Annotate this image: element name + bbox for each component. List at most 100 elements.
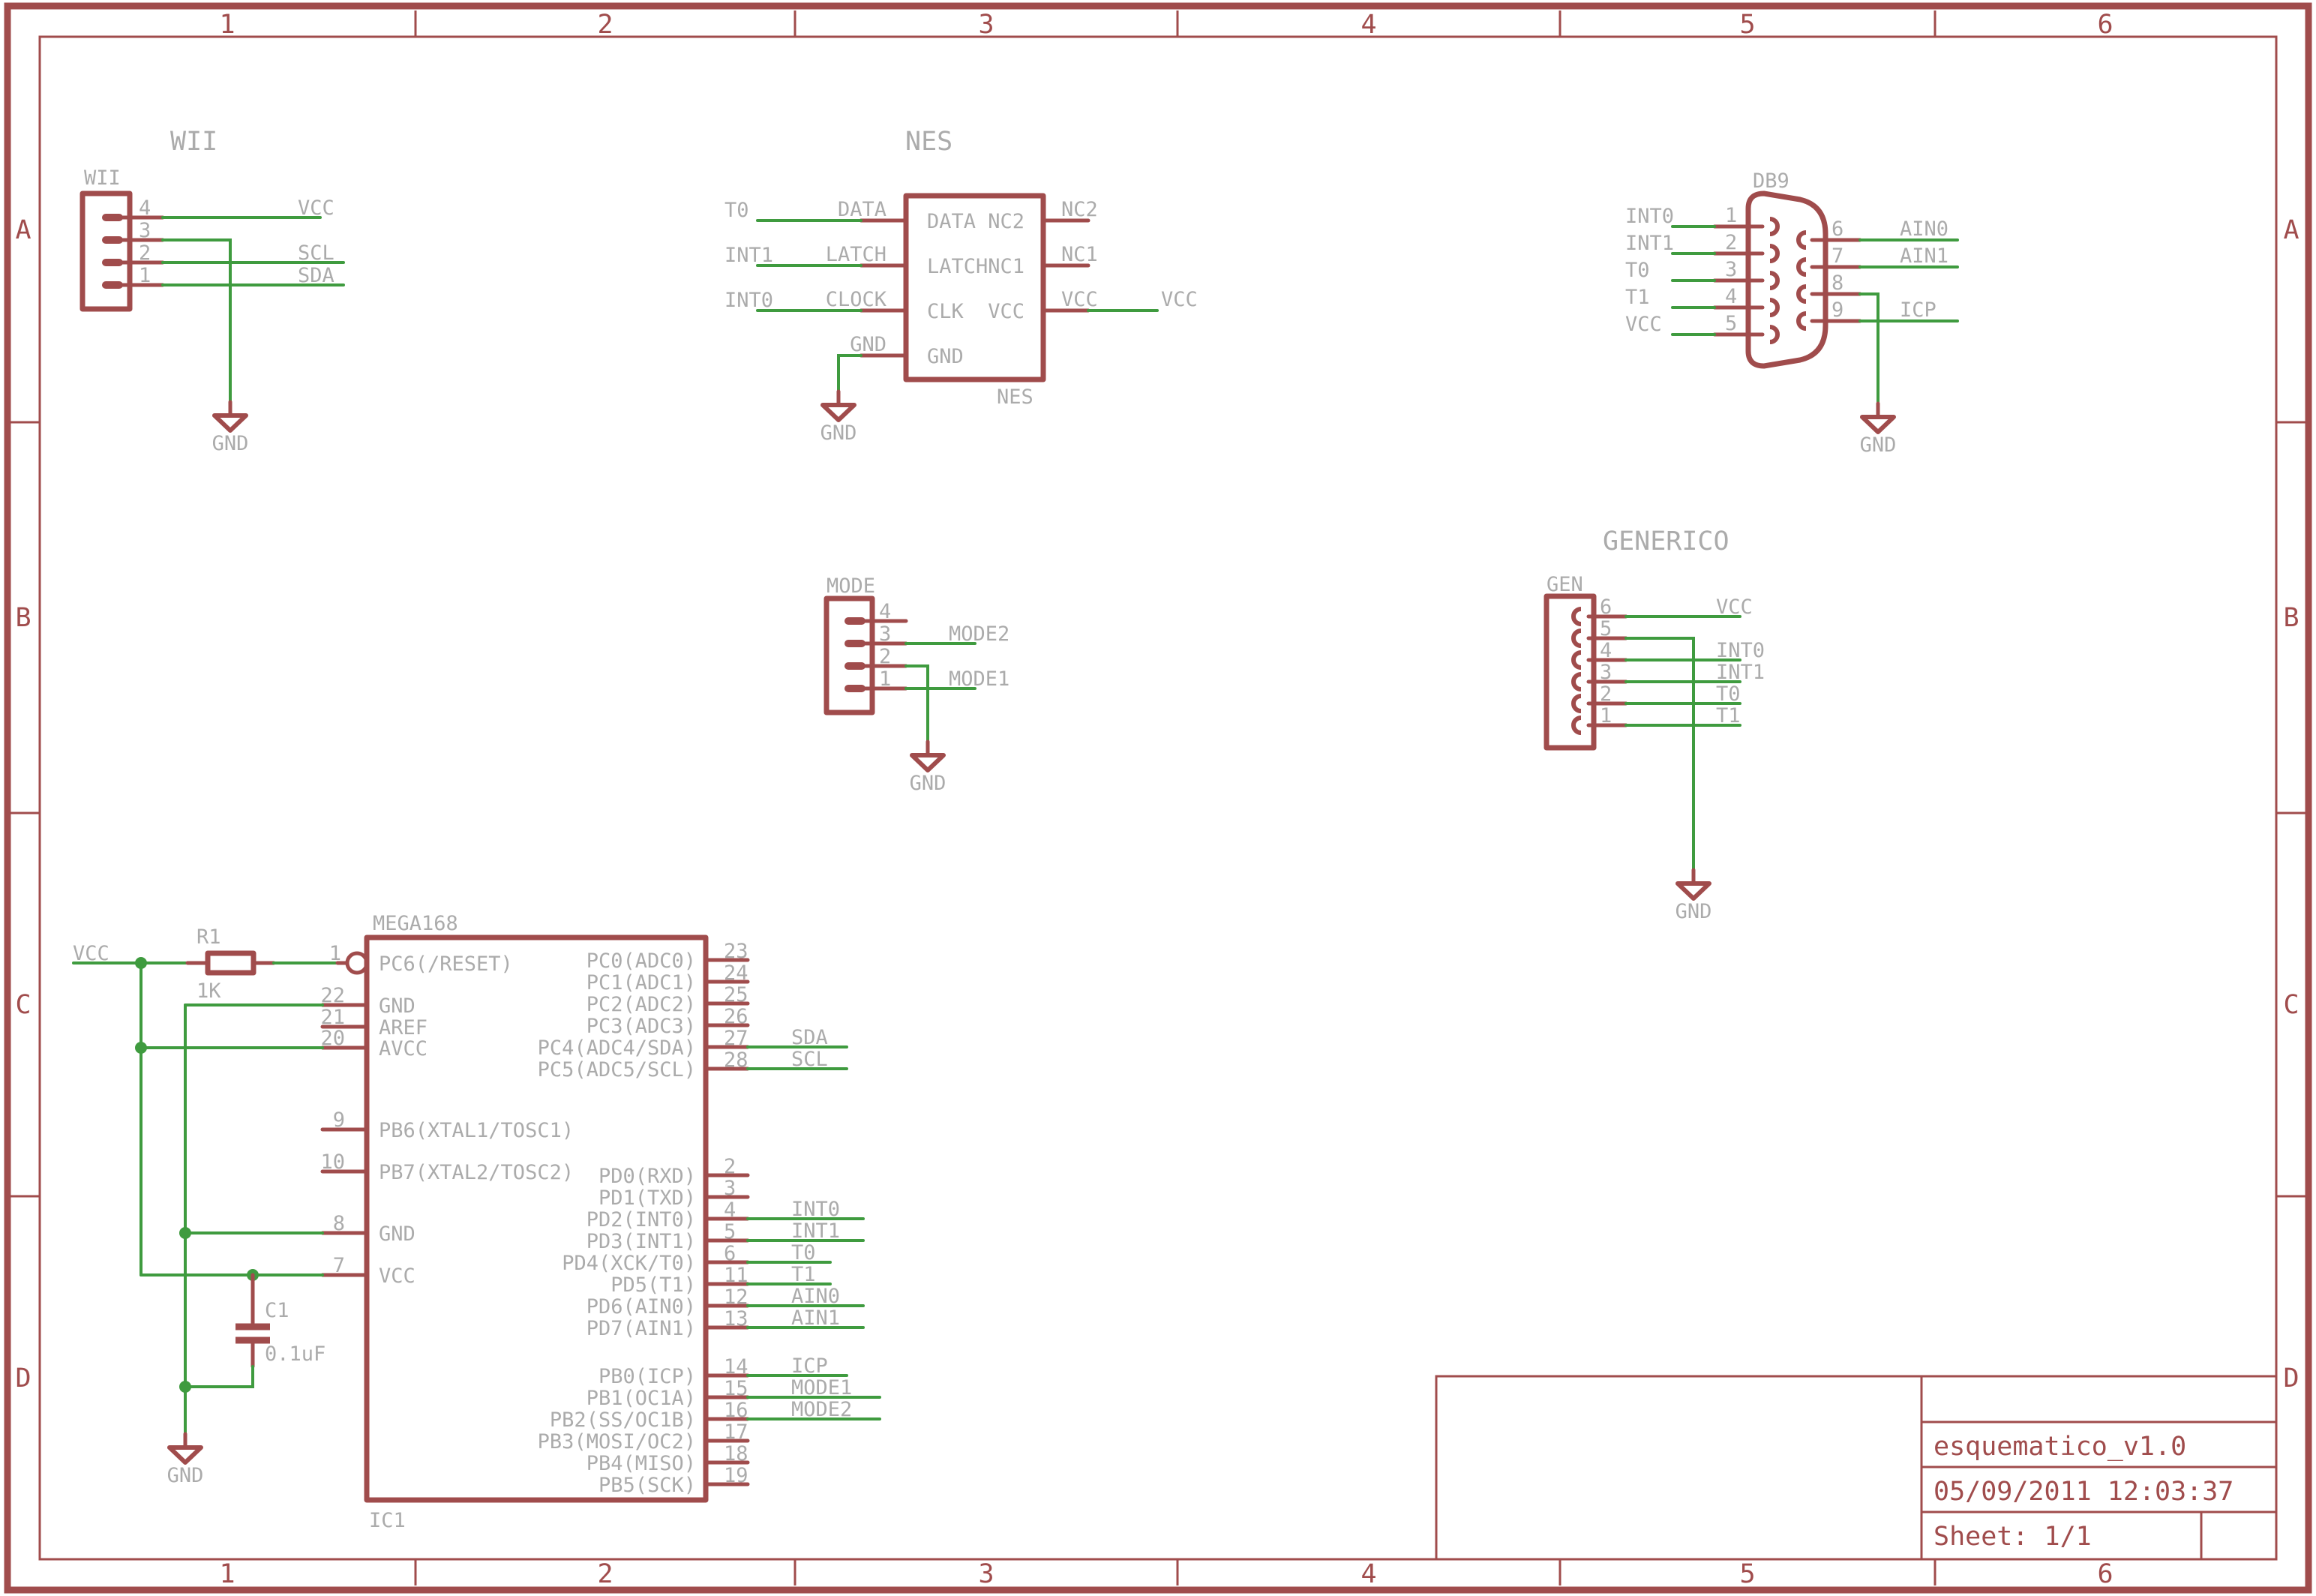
mode-pin-pad (844, 617, 866, 625)
pin-number: 21 (320, 1006, 345, 1029)
net-label: T0 (1625, 259, 1650, 282)
female-contact (1571, 628, 1582, 648)
junction-dot (135, 1042, 147, 1054)
pin-name: NC2 (988, 210, 1024, 233)
title-block-empty-box (1435, 1375, 1923, 1561)
pin-number: 1 (879, 668, 891, 691)
net-label-vcc: VCC (298, 196, 334, 220)
pin-number: 11 (724, 1264, 748, 1287)
component-generico: GENERICO GEN 6 5 4 3 2 1 VCC INT0 INT1 T… (1544, 526, 1765, 923)
gnd-symbol (1678, 870, 1709, 898)
pin-name: PD5(T1) (610, 1274, 696, 1297)
net-label: AIN1 (791, 1306, 840, 1330)
wii-connector-body (80, 190, 133, 312)
pin-number: 5 (724, 1220, 736, 1244)
pin-number: 4 (1725, 285, 1737, 308)
reset-inversion-circle (345, 951, 369, 975)
gnd-symbol (170, 1434, 201, 1462)
net-label: T1 (1716, 704, 1741, 728)
pin-name: GND (379, 1222, 416, 1246)
c1-name: C1 (265, 1299, 290, 1322)
female-contact (1769, 244, 1780, 263)
pin-number: 23 (724, 940, 748, 963)
frame-col-label: 4 (1360, 1559, 1376, 1589)
gnd-symbol (912, 742, 944, 770)
pin-name: DATA (927, 210, 976, 233)
net-label: INT1 (1716, 661, 1765, 684)
pin-number: 3 (724, 1177, 736, 1200)
frame-col-label: 1 (219, 10, 235, 40)
pin-name: PC4(ADC4/SDA) (538, 1036, 696, 1060)
pin-number: 25 (724, 983, 748, 1006)
pin-number: 4 (724, 1198, 736, 1222)
net-label: INT1 (791, 1220, 840, 1243)
pin-number: 2 (1725, 231, 1737, 254)
female-contact (1769, 217, 1780, 236)
pin-number: 4 (879, 600, 891, 623)
generico-heading: GENERICO (1603, 526, 1730, 556)
female-contact (1769, 271, 1780, 290)
frame-row-label: C (2283, 990, 2299, 1020)
wii-pin-number: 2 (139, 242, 151, 265)
component-mode: MODE 4 3 2 1 MODE2 MODE1 GND (824, 574, 1010, 795)
pin-name: PC6(/RESET) (379, 952, 513, 976)
net-label: AIN0 (791, 1285, 840, 1308)
net-label: AIN1 (1900, 244, 1948, 268)
pin-number: 26 (724, 1005, 748, 1028)
pin-number: 6 (1600, 596, 1612, 619)
pin-number: 14 (724, 1355, 748, 1378)
pin-number: 20 (320, 1027, 345, 1050)
pin-number: 28 (724, 1048, 748, 1072)
pin-number: 2 (724, 1155, 736, 1178)
pin-number: 6 (1832, 218, 1844, 241)
pad-label: NC1 (1061, 243, 1098, 266)
pin-name: PB2(SS/OC1B) (550, 1408, 696, 1432)
net-label: MODE1 (949, 668, 1010, 691)
sheet-frame: 1 2 3 4 5 6 1 2 3 4 5 6 A B C D A B C D (4, 2, 2312, 1594)
wire (184, 1365, 254, 1388)
female-contact (1571, 607, 1582, 626)
gnd-symbol (823, 392, 854, 420)
pin-name: PB1(OC1A) (586, 1387, 696, 1410)
female-contact (1796, 230, 1807, 250)
net-label: AIN0 (1900, 218, 1948, 241)
frame-col-label: 5 (1739, 10, 1755, 40)
pin-name: PB4(MISO) (586, 1452, 696, 1475)
pin-number: 13 (724, 1307, 748, 1330)
frame-row-label: C (15, 990, 31, 1020)
pin-name: VCC (379, 1264, 416, 1288)
female-contact (1769, 298, 1780, 317)
net-label: ICP (1900, 298, 1936, 322)
wii-pin-pad (102, 281, 123, 289)
pin-number: 7 (1832, 244, 1844, 268)
mcu-part-label: MEGA168 (373, 912, 458, 935)
pin-name: PD7(AIN1) (586, 1317, 696, 1340)
pin-number: 3 (1725, 258, 1737, 281)
nes-refdes: NES (997, 386, 1034, 409)
frame-col-label: 5 (1739, 1559, 1755, 1589)
generico-connector-body (1544, 593, 1597, 751)
pin-name: PD3(INT1) (586, 1230, 696, 1253)
gnd-label: GND (820, 422, 857, 445)
mcu-refdes: IC1 (369, 1509, 406, 1532)
frame-col-label: 6 (2097, 10, 2113, 40)
pin-name: PD4(XCK/T0) (562, 1252, 696, 1275)
pin-name: PB6(XTAL1/TOSC1) (379, 1119, 574, 1142)
gnd-symbol (1862, 404, 1894, 432)
net-label: INT0 (791, 1198, 840, 1221)
wire (1858, 292, 1880, 405)
frame-col-label: 2 (597, 10, 613, 40)
resistor-r1 (205, 950, 256, 976)
pin-name: PC2(ADC2) (586, 993, 696, 1016)
pin-name: PC0(ADC0) (586, 950, 696, 973)
net-label: INT0 (1716, 639, 1765, 662)
pin-number: 8 (1832, 272, 1844, 295)
frame-row-label: A (15, 215, 31, 245)
wii-refdes: WII (84, 166, 121, 190)
pin-name: PB7(XTAL2/TOSC2) (379, 1161, 574, 1184)
gnd-label: GND (212, 432, 249, 455)
gnd-label: GND (1676, 900, 1712, 923)
net-label: VCC (1625, 313, 1662, 336)
mode-connector-body (824, 596, 875, 716)
